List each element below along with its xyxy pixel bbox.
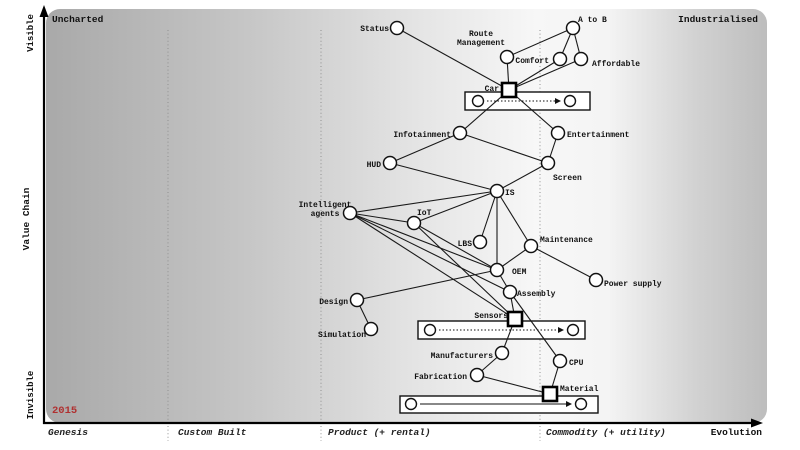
- edge-is-intelligent-agents: [349, 190, 498, 214]
- node-assembly[interactable]: [502, 284, 518, 300]
- pipeline-material-arrowhead-icon: [566, 401, 572, 407]
- node-label-assembly: Assembly: [517, 290, 556, 299]
- x-axis-title: Evolution: [711, 427, 763, 438]
- node-entertainment[interactable]: [550, 125, 566, 141]
- pipeline-car-arrowhead-icon: [555, 98, 561, 104]
- node-label-cpu: CPU: [569, 359, 584, 368]
- node-label-lbs: LBS: [458, 240, 473, 249]
- node-affordable[interactable]: [573, 51, 589, 67]
- pipeline-sensors-end-node[interactable]: [566, 323, 580, 337]
- node-infotainment[interactable]: [452, 125, 468, 141]
- node-label-a-to-b: A to B: [578, 16, 607, 25]
- edge-iot-sensors: [413, 222, 516, 320]
- node-label-sensors: Sensors: [474, 312, 508, 321]
- edge-infotainment-hud: [389, 132, 461, 164]
- stage-genesis-label: Genesis: [48, 427, 88, 438]
- edge-affordable-car: [508, 58, 582, 91]
- node-label-route-management: Route: [469, 30, 493, 39]
- node-fabrication[interactable]: [469, 367, 485, 383]
- node-label-affordable: Affordable: [592, 60, 640, 69]
- node-label-intelligent-agents: Intelligent: [299, 201, 352, 210]
- edge-is-iot: [413, 190, 498, 224]
- industrialised-label: Industrialised: [678, 14, 758, 25]
- node-label-hud: HUD: [367, 161, 382, 170]
- node-design[interactable]: [349, 292, 365, 308]
- node-label-status: Status: [360, 25, 389, 34]
- node-hud[interactable]: [382, 155, 398, 171]
- node-status[interactable]: [389, 20, 405, 36]
- pipeline-material-end-node[interactable]: [574, 397, 588, 411]
- year-label: 2015: [52, 405, 77, 417]
- map-background-panel: [46, 9, 767, 423]
- value-chain-axis-arrow-icon: [39, 5, 49, 17]
- node-oem[interactable]: [489, 262, 505, 278]
- y-axis-title: Value Chain: [21, 187, 32, 250]
- edge-screen-is: [496, 162, 549, 192]
- evolution-axis-arrow-icon: [751, 418, 763, 428]
- node-route-management[interactable]: [499, 49, 515, 65]
- node-label-intelligent-agents: agents: [311, 210, 340, 219]
- edge-comfort-car: [508, 58, 561, 91]
- pipeline-car-box: [464, 91, 591, 111]
- y-axis-visible-label: Visible: [26, 14, 36, 52]
- pipeline-car-end-node[interactable]: [563, 94, 577, 108]
- edge-intelligent-agents-oem: [349, 212, 498, 271]
- node-sensors[interactable]: [506, 310, 524, 328]
- edge-iot-oem: [413, 222, 498, 271]
- node-manufacturers[interactable]: [494, 345, 510, 361]
- node-label-entertainment: Entertainment: [567, 131, 630, 140]
- edge-is-lbs: [479, 190, 498, 243]
- edge-intelligent-agents-assembly: [349, 212, 511, 293]
- node-lbs[interactable]: [472, 234, 488, 250]
- pipeline-sensors-box: [417, 320, 586, 340]
- node-maintenance[interactable]: [523, 238, 539, 254]
- edge-route-management-a-to-b: [506, 27, 574, 58]
- edge-hud-is: [389, 162, 498, 192]
- node-car[interactable]: [500, 81, 518, 99]
- node-label-maintenance: Maintenance: [540, 236, 593, 245]
- pipeline-material-start-node[interactable]: [404, 397, 418, 411]
- node-intelligent-agents[interactable]: [342, 205, 358, 221]
- node-iot[interactable]: [406, 215, 422, 231]
- stage-custom-built-label: Custom Built: [178, 427, 247, 438]
- stage-product-label: Product (+ rental): [328, 427, 431, 438]
- edge-assembly-cpu: [509, 291, 561, 362]
- node-cpu[interactable]: [552, 353, 568, 369]
- node-power-supply[interactable]: [588, 272, 604, 288]
- node-screen[interactable]: [540, 155, 556, 171]
- y-axis-invisible-label: Invisible: [26, 371, 36, 420]
- node-label-simulation: Simulation: [318, 331, 366, 340]
- node-simulation[interactable]: [363, 321, 379, 337]
- pipeline-sensors-arrowhead-icon: [558, 327, 564, 333]
- node-label-infotainment: Infotainment: [393, 131, 451, 140]
- node-label-manufacturers: Manufacturers: [431, 352, 494, 361]
- edge-oem-design: [356, 269, 498, 301]
- node-comfort[interactable]: [552, 51, 568, 67]
- edge-intelligent-agents-sensors: [349, 212, 516, 320]
- edge-infotainment-screen: [459, 132, 549, 164]
- pipeline-sensors-start-node[interactable]: [423, 323, 437, 337]
- uncharted-label: Uncharted: [52, 14, 104, 25]
- node-label-comfort: Comfort: [515, 57, 549, 66]
- node-label-power-supply: Power supply: [604, 280, 662, 289]
- node-label-iot: IoT: [417, 209, 432, 218]
- node-label-screen: Screen: [553, 174, 582, 183]
- node-is[interactable]: [489, 183, 505, 199]
- edge-maintenance-power-supply: [530, 245, 597, 281]
- node-label-car: Car: [485, 85, 500, 94]
- edge-fabrication-material: [476, 374, 551, 395]
- node-material[interactable]: [541, 385, 559, 403]
- stage-commodity-label: Commodity (+ utility): [546, 427, 666, 438]
- edge-status-car: [396, 27, 510, 91]
- node-label-route-management: Management: [457, 39, 505, 48]
- node-a-to-b[interactable]: [565, 20, 581, 36]
- node-label-oem: OEM: [512, 268, 527, 277]
- node-label-fabrication: Fabrication: [414, 373, 467, 382]
- edge-intelligent-agents-iot: [349, 212, 415, 224]
- edge-is-maintenance: [496, 190, 532, 247]
- node-label-material: Material: [560, 385, 599, 394]
- pipeline-car-start-node[interactable]: [471, 94, 485, 108]
- node-label-is: IS: [505, 189, 515, 198]
- node-label-design: Design: [319, 298, 348, 307]
